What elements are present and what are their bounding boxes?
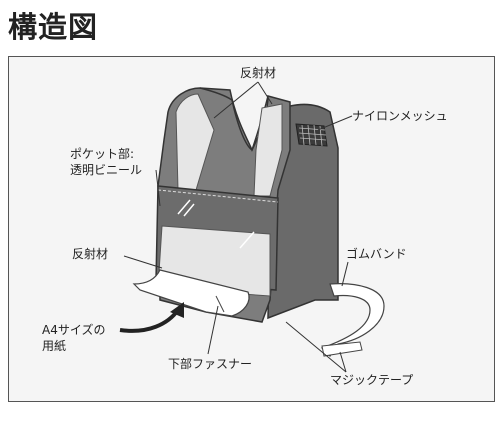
page-title: 構造図 bbox=[8, 10, 99, 44]
label-pocket: ポケット部: 透明ビニール bbox=[70, 146, 142, 178]
label-a4-paper: A4サイズの 用紙 bbox=[42, 322, 105, 354]
rubber-band bbox=[320, 283, 385, 357]
reflective-strap-left bbox=[175, 93, 215, 191]
reflective-strap-right bbox=[253, 103, 283, 197]
label-lower-fastener: 下部ファスナー bbox=[168, 357, 253, 371]
label-pocket-line2: 透明ビニール bbox=[70, 163, 143, 178]
label-reflective-top: 反射材 bbox=[240, 66, 277, 80]
label-pocket-line1: ポケット部: bbox=[70, 147, 135, 161]
label-nylon-mesh: ナイロンメッシュ bbox=[352, 109, 448, 123]
label-reflective-left: 反射材 bbox=[72, 247, 109, 261]
label-a4-line2: 用紙 bbox=[42, 339, 67, 354]
insert-arrow bbox=[119, 308, 180, 333]
label-rubber-band: ゴムバンド bbox=[346, 247, 407, 261]
nylon-mesh-patch bbox=[295, 123, 328, 147]
label-magic-tape: マジックテープ bbox=[330, 373, 414, 387]
magic-tape bbox=[321, 341, 363, 357]
insert-arrow-head bbox=[170, 302, 184, 318]
label-a4-line1: A4サイズの bbox=[42, 323, 106, 337]
